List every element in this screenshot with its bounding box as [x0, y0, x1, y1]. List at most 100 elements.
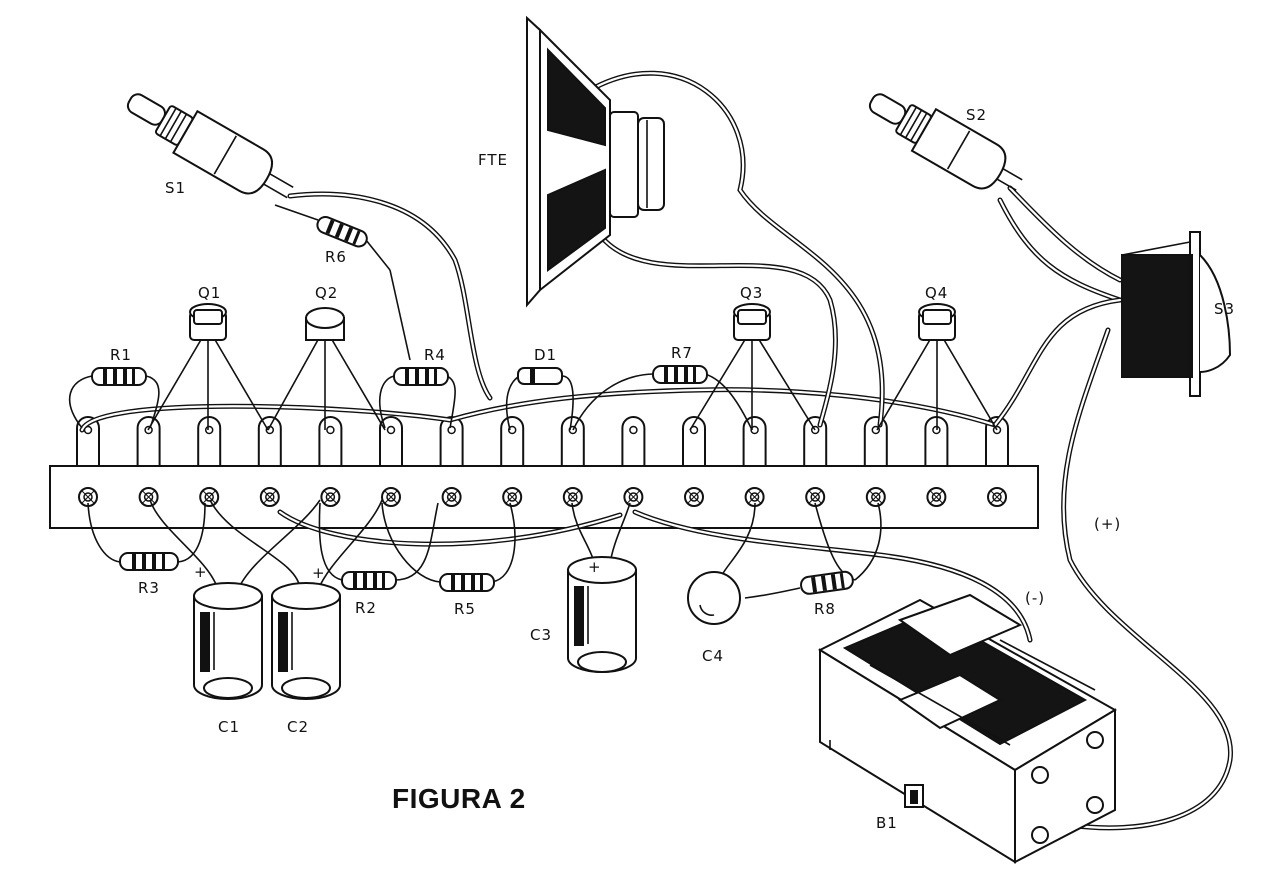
terminal-lug [500, 416, 525, 467]
label-r7: R7 [671, 344, 693, 362]
battery-holder-icon [817, 593, 1117, 864]
strip-terminal-hole[interactable] [502, 487, 523, 507]
lug-hole [507, 425, 517, 435]
terminal-lug [439, 416, 464, 467]
resistor-icon [652, 365, 708, 384]
terminal-strip [49, 416, 1039, 529]
terminal-lug [742, 416, 767, 467]
strip-terminal-hole[interactable] [199, 487, 220, 507]
resistor-r6[interactable] [274, 204, 411, 361]
lug-hole [629, 425, 638, 435]
capacitor-c4[interactable] [687, 502, 801, 625]
strip-terminal-hole[interactable] [926, 487, 947, 507]
label-r1: R1 [110, 346, 132, 364]
resistor-r8[interactable] [800, 502, 882, 595]
switch-s3[interactable] [1121, 231, 1232, 397]
label-q4: Q4 [925, 284, 948, 302]
label-r2: R2 [355, 599, 377, 617]
lug-hole [447, 425, 456, 435]
capacitor-c3[interactable] [567, 502, 637, 673]
label-q1: Q1 [198, 284, 221, 302]
terminal-lug [318, 416, 343, 467]
lug-hole [386, 425, 396, 435]
ceramic-capacitor-icon [687, 571, 741, 625]
transistor-icon [305, 307, 345, 341]
terminal-lug [803, 416, 828, 467]
strip-terminal-hole[interactable] [381, 487, 401, 507]
strip-terminal-hole[interactable] [259, 487, 280, 507]
strip-terminal-hole[interactable] [441, 487, 462, 507]
diode-icon [517, 367, 563, 385]
strip-terminal-hole[interactable] [684, 487, 704, 507]
label-c4: C4 [702, 647, 724, 665]
strip-terminal-hole[interactable] [562, 487, 583, 507]
terminal-lug [621, 416, 646, 467]
label-r5: R5 [454, 600, 476, 618]
push-button-switch-icon [126, 93, 294, 199]
resistor-icon [91, 367, 147, 386]
resistor-icon [393, 367, 449, 386]
lug-hole [750, 425, 759, 435]
lug-hole [326, 425, 335, 435]
strip-terminal-hole[interactable] [138, 487, 159, 507]
label-s1: S1 [165, 179, 186, 197]
label-c2: C2 [287, 718, 309, 736]
speaker-fte[interactable] [526, 15, 665, 308]
label-battery-positive: (+) [1094, 515, 1121, 533]
resistor-r4[interactable] [378, 367, 456, 429]
label-d1: D1 [534, 346, 557, 364]
label-c1: C1 [218, 718, 240, 736]
electrolytic-capacitor-icon [271, 582, 341, 700]
label-s3: S3 [1214, 300, 1235, 318]
strip-terminal-hole[interactable] [987, 487, 1007, 507]
strip-terminal-hole[interactable] [744, 487, 765, 507]
terminal-lug [682, 416, 706, 467]
label-battery-negative: (-) [1025, 589, 1045, 607]
electrolytic-capacitor-icon [193, 582, 263, 700]
loudspeaker-icon [526, 15, 665, 308]
label-q2: Q2 [315, 284, 338, 302]
label-q3: Q3 [740, 284, 763, 302]
terminal-lug [136, 416, 161, 467]
resistor-r7[interactable] [572, 365, 753, 431]
wires [79, 70, 1233, 831]
terminal-lug [197, 416, 222, 467]
electrolytic-capacitor-icon [567, 556, 637, 673]
resistor-icon [800, 570, 854, 595]
strip-terminal-hole[interactable] [865, 487, 886, 507]
resistor-r1[interactable] [69, 367, 160, 429]
transistor-q1[interactable] [147, 303, 269, 431]
strip-terminal-hole[interactable] [320, 487, 341, 507]
resistor-icon [341, 571, 397, 590]
battery-holder-b1[interactable] [817, 593, 1117, 864]
resistor-r2[interactable] [318, 502, 439, 590]
strip-terminal-hole[interactable] [623, 487, 644, 507]
resistor-icon [316, 215, 368, 248]
label-c3: C3 [530, 626, 552, 644]
resistor-icon [119, 552, 179, 571]
terminal-lug [257, 416, 282, 467]
transistor-q2[interactable] [267, 307, 386, 431]
capacitor-c2[interactable] [209, 499, 383, 700]
label-c1-plus: + [194, 563, 208, 581]
label-s2: S2 [966, 106, 987, 124]
transistor-q3[interactable] [689, 303, 816, 431]
label-b1: B1 [876, 814, 898, 832]
label-fte: FTE [478, 151, 508, 169]
terminal-lug [560, 416, 585, 467]
transistor-icon [918, 303, 956, 341]
transistor-q4[interactable] [876, 303, 998, 431]
capacitor-c1[interactable] [149, 499, 321, 700]
switch-s2[interactable] [860, 79, 1031, 206]
lug-hole [204, 425, 214, 435]
resistor-r3[interactable] [87, 502, 206, 571]
label-c2-plus: + [312, 564, 326, 582]
label-c3-plus: + [588, 558, 602, 576]
switch-s1[interactable] [118, 79, 302, 213]
label-r4: R4 [424, 346, 446, 364]
diode-d1[interactable] [505, 367, 574, 431]
resistor-r5[interactable] [381, 502, 516, 592]
label-r8: R8 [814, 600, 836, 618]
label-r6: R6 [325, 248, 347, 266]
